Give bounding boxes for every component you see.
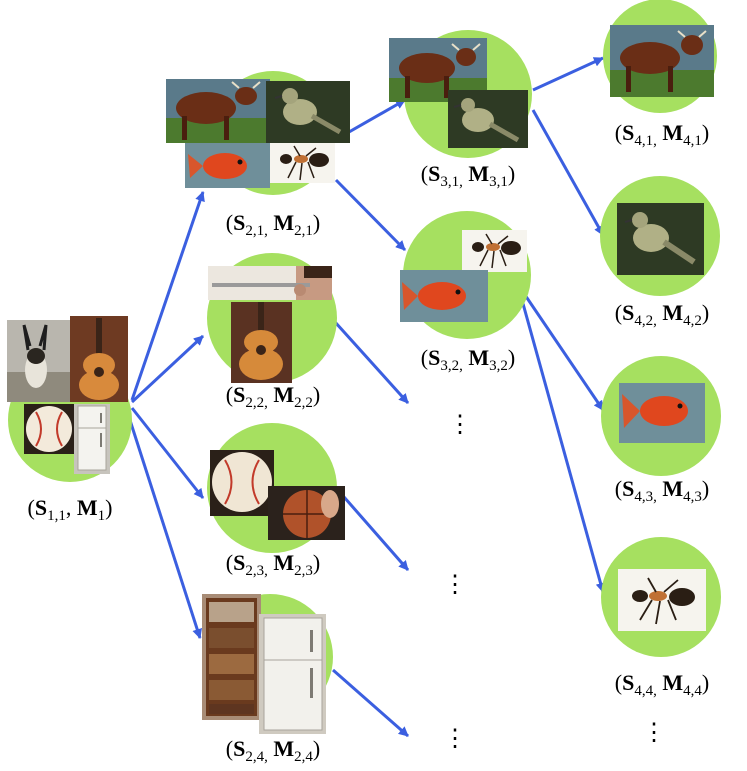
edge-n32-n43 [523,294,605,411]
baseball-image [24,404,74,454]
edge-n31-n41 [532,56,604,92]
pronghorn-image [7,320,70,402]
node-label-n22: (S2,2, M2,2) [226,382,320,411]
node-label-n21: (S2,1, M2,1) [226,210,320,239]
ellipsis-after-n22: ⋮ [448,412,472,438]
node-label-n41: (S4,1, M4,1) [615,120,709,149]
bird-image [448,90,528,148]
guitar-image [231,302,292,383]
goldfish-image [619,383,705,443]
edges [126,56,606,738]
ant-image [270,143,335,183]
basketball-image [268,486,345,540]
ellipsis-after-n23: ⋮ [443,572,467,598]
bookshelf-image [202,594,261,720]
edge-n22-more [333,320,410,405]
node-label-n31: (S3,1, M3,1) [421,161,515,190]
flute-image [208,266,332,300]
edge-n21-n32 [334,178,407,252]
node-label-n23: (S2,3, M2,3) [226,550,320,579]
node-label-n42: (S4,2, M4,2) [615,300,709,329]
baseball-image [210,450,274,516]
edge-n11-n24 [126,413,203,639]
edge-n24-more [332,668,409,738]
edge-n31-n42 [531,109,605,236]
node-label-n43: (S4,3, M4,3) [615,476,709,505]
edge-n11-n23 [130,407,205,499]
edge-n11-n21 [130,191,205,401]
refrigerator-image [74,404,110,474]
cow-image [166,79,270,143]
refrigerator-image [259,614,326,734]
goldfish-image [400,270,488,322]
edge-n11-n22 [130,334,205,404]
ellipsis-after-n44: ⋮ [642,720,666,746]
node-label-n44: (S4,4, M4,4) [615,670,709,699]
node-label-n11: (S1,1, M1) [28,495,113,524]
guitar-image [70,316,128,402]
edge-n32-n44 [520,299,606,593]
edge-n23-more [335,488,410,571]
node-label-n32: (S3,2, M3,2) [421,345,515,374]
ellipsis-after-n24: ⋮ [443,726,467,752]
ant-image [462,230,527,272]
node-label-n24: (S2,4, M2,4) [226,736,320,765]
bird-image [617,203,704,275]
ant-image [618,569,706,631]
cow-image [610,25,714,97]
bird-image [266,81,350,143]
goldfish-image [185,143,270,188]
